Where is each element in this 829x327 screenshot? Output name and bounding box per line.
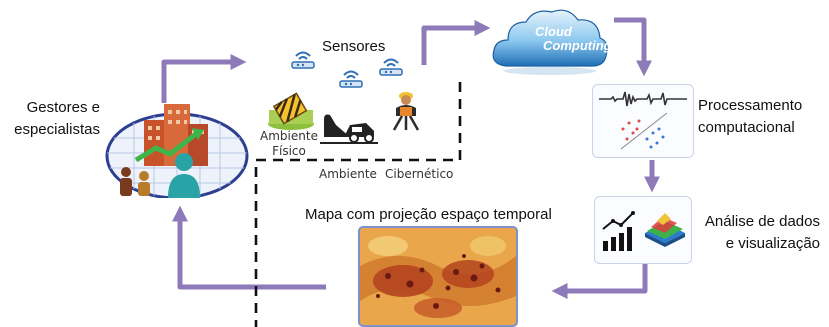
cyber-env-label-2: Cibernético xyxy=(385,167,454,181)
bar-chart-icon xyxy=(602,211,635,251)
arrow-sensors-to-cloud xyxy=(421,19,491,65)
managers-label-1: Gestores e xyxy=(26,99,100,116)
map-label: Mapa com projeção espaço temporal xyxy=(305,206,552,223)
analysis-panel xyxy=(594,196,692,264)
wifi-router-icon xyxy=(379,58,403,76)
3d-surface-icon xyxy=(645,213,685,247)
processing-panel xyxy=(592,84,694,158)
managers-label-2: especialistas xyxy=(14,121,100,138)
analysis-label-1: Análise de dados xyxy=(704,213,820,230)
car-crash-icon xyxy=(320,114,378,144)
arrow-managers-to-sensors xyxy=(161,53,247,103)
wifi-router-icon xyxy=(339,70,363,88)
wifi-router-icon xyxy=(291,51,315,69)
physical-env-label-1: Ambiente xyxy=(260,129,318,143)
construction-sign-icon xyxy=(268,92,314,130)
arrow-analysis-to-map xyxy=(551,263,648,300)
arrow-cloud-to-processing xyxy=(614,17,653,77)
heat-map-icon xyxy=(358,226,518,327)
cloud-label-1: Cloud xyxy=(535,24,572,39)
cloud-label-2: Computing xyxy=(543,38,612,53)
arrow-map-to-managers xyxy=(171,205,326,290)
sensors-label: Sensores xyxy=(322,38,386,55)
worker-icon xyxy=(392,92,420,131)
physical-env-label-2: Físico xyxy=(272,144,306,158)
scatter-plot-icon xyxy=(620,112,668,150)
analysis-label-2: e visualização xyxy=(725,235,820,252)
processing-label-2: computacional xyxy=(698,119,795,136)
processing-label-1: Processamento xyxy=(698,97,803,114)
cloud-icon xyxy=(492,9,608,75)
people-icon xyxy=(120,153,200,198)
cyber-env-label-1: Ambiente xyxy=(319,167,377,181)
boundary-dashed-line xyxy=(254,82,462,327)
signal-waveform-icon xyxy=(599,91,687,107)
